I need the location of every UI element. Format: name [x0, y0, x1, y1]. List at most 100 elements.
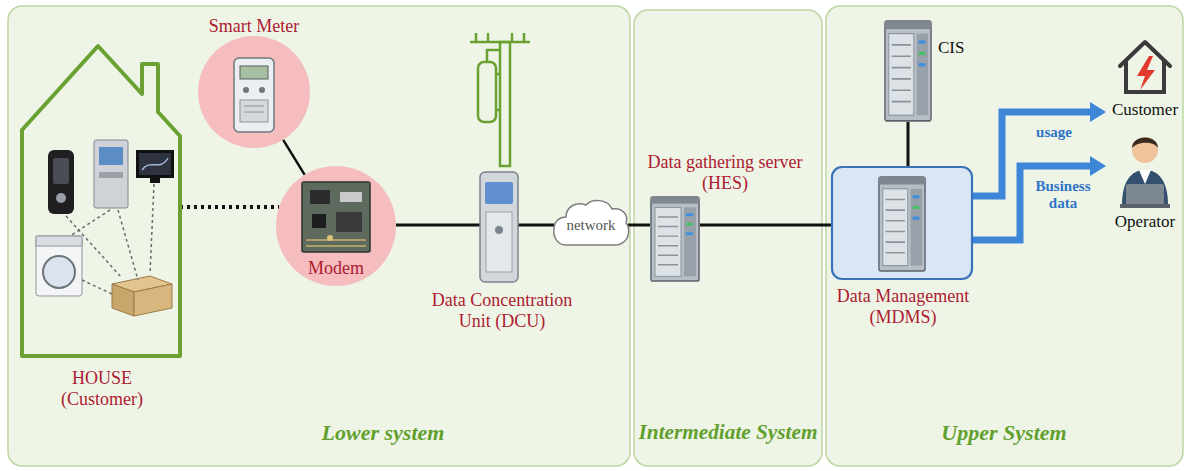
- panel-ground: [826, 6, 1183, 466]
- utility-pole: [478, 62, 496, 122]
- dcu-device: [480, 172, 518, 282]
- home-appliances: [139, 153, 171, 175]
- link-line: [700, 225, 832, 226]
- home-appliances: [150, 184, 154, 274]
- edge-label: usage: [1034, 124, 1074, 141]
- home-appliances: [134, 284, 172, 316]
- modem-board: [340, 192, 362, 202]
- operator-icon: [1122, 170, 1168, 205]
- device-label: Data gathering server (HES): [638, 152, 812, 193]
- operator-icon: [1120, 204, 1170, 208]
- home-appliances: [36, 140, 174, 316]
- operator-icon: [1132, 138, 1158, 149]
- panel-ground: [634, 10, 822, 466]
- home-appliances: [66, 216, 122, 278]
- modem-board: [302, 182, 370, 252]
- dcu-device: [480, 172, 518, 282]
- panel-title: Lower system: [308, 420, 458, 445]
- house-outline: [16, 40, 188, 420]
- home-appliances: [118, 210, 138, 280]
- server-rack: [879, 177, 925, 271]
- mdms-box-shape: [832, 167, 972, 279]
- dotted-link: [180, 207, 279, 208]
- smart-meter-device: [259, 87, 265, 93]
- device-label: Data Concentration Unit (DCU): [420, 290, 584, 331]
- modem-board: [306, 240, 366, 246]
- link-line: [283, 140, 305, 175]
- utility-pole: [470, 33, 530, 42]
- home-appliances: [150, 178, 160, 183]
- home-appliances: [36, 236, 82, 296]
- dcu-device: [485, 182, 513, 204]
- server-rack: [885, 21, 931, 121]
- dcu-device: [486, 212, 512, 272]
- device-label: Data Management (MDMS): [828, 286, 978, 327]
- edge-label: Business data: [1025, 178, 1101, 213]
- home-appliances: [48, 150, 74, 214]
- smart-meter-device: [234, 58, 274, 132]
- home-appliances: [82, 280, 112, 294]
- home-appliances: [53, 158, 69, 184]
- utility-pole: [470, 33, 530, 166]
- operator-icon: [1126, 184, 1164, 206]
- cloud-label: network: [556, 217, 626, 234]
- home-appliances: [43, 256, 75, 288]
- link-line: [396, 224, 480, 227]
- modem-shape: [276, 166, 396, 286]
- modem-board: [336, 212, 362, 232]
- operator-icon: [1120, 137, 1170, 208]
- panel-title: Intermediate System: [638, 420, 818, 444]
- icon-label: Operator: [1106, 212, 1184, 232]
- device-label: HOUSE (Customer): [42, 368, 162, 409]
- server-label: CIS: [938, 38, 978, 58]
- panel-title: Upper System: [929, 420, 1079, 445]
- link-line: [396, 225, 480, 226]
- modem-board: [310, 190, 330, 204]
- icon-label: Customer: [1106, 100, 1184, 120]
- home-appliances: [66, 184, 154, 294]
- smart-meter-device: [240, 66, 268, 79]
- smart-meter-device: [243, 87, 249, 93]
- operator-icon: [1132, 137, 1158, 163]
- smart-meter-device: [240, 100, 268, 122]
- customer-icon: [1120, 42, 1170, 92]
- house: HOUSE (Customer): [16, 40, 188, 420]
- utility-pole: [487, 50, 500, 110]
- smart-meter-device: [234, 58, 274, 132]
- home-appliances: [99, 147, 123, 165]
- device-label: Smart Meter: [196, 16, 312, 37]
- server-rack: [651, 197, 699, 281]
- dotted-link: [180, 205, 279, 209]
- modem-board: [302, 182, 370, 252]
- operator-icon: [1139, 170, 1151, 184]
- smart-meter-device: [244, 106, 264, 112]
- home-appliances: [94, 140, 128, 208]
- link-line: [700, 224, 832, 227]
- customer-icon: [1137, 56, 1155, 90]
- home-appliances: [56, 193, 66, 203]
- link-line: [908, 122, 909, 166]
- link-line: [283, 140, 305, 175]
- link-line: [907, 122, 910, 166]
- home-appliances: [112, 284, 134, 316]
- home-appliances: [36, 236, 82, 246]
- link-line: [628, 224, 650, 227]
- network-cloud-shape: [554, 200, 629, 245]
- link-line: [518, 224, 554, 227]
- flow-arrow: [972, 156, 1106, 240]
- home-appliances: [99, 172, 123, 178]
- dcu-device: [495, 226, 503, 234]
- device-label: Modem: [286, 258, 386, 279]
- panel-ground: [8, 6, 630, 466]
- utility-pole: [500, 42, 510, 166]
- arrow-head: [1090, 156, 1106, 176]
- home-appliances: [142, 158, 168, 170]
- arrow-head: [1090, 102, 1106, 122]
- home-appliances: [70, 210, 110, 236]
- home-appliances: [136, 150, 174, 178]
- house-shape: [22, 46, 180, 356]
- link-line: [628, 225, 650, 226]
- network-cloud: network: [552, 197, 630, 253]
- link-line: [518, 225, 554, 226]
